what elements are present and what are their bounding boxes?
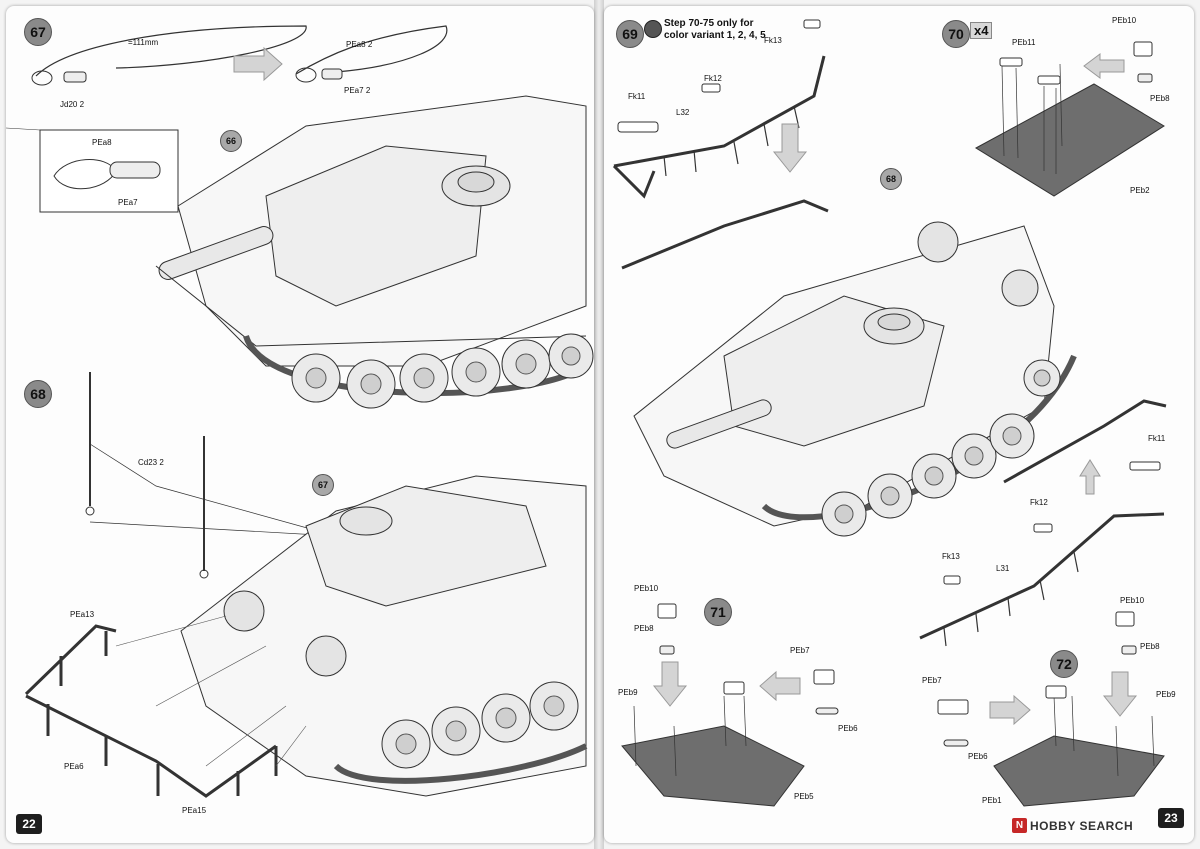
right-page: 69 70 71 72 Step 70-75 only for color va… [604,6,1194,843]
peb6-71-label: PEb6 [838,724,858,733]
step-72-badge: 72 [1050,650,1078,678]
plate-peb1 [993,735,1165,807]
peb6-72-label: PEb6 [968,752,988,761]
tank-upper-illustration [155,95,588,397]
cable-length-label: =111mm [128,38,159,47]
peb8-71-label: PEb8 [634,624,654,633]
fk12-bottom-label: Fk12 [1030,498,1048,507]
fk13-top-label: Fk13 [764,36,782,45]
left-arrow-icon [1083,53,1125,79]
pea13-label: PEa13 [70,610,95,619]
peb8-72-label: PEb8 [1140,642,1160,651]
tow-cable-installed-illustration [295,25,448,75]
callout-66: 66 [220,130,242,152]
peb9-72-label: PEb9 [1156,690,1176,699]
fk13-bottom-label: Fk13 [942,552,960,561]
detail-pea7-label: PEa7 [118,198,138,207]
step-68-badge: 68 [24,380,52,408]
step-69-badge: 69 [616,20,644,48]
peb2-label: PEb2 [1130,186,1150,195]
peb1-label: PEb1 [982,796,1002,805]
watermark-logo-icon: N [1012,818,1027,833]
l31-label: L31 [996,564,1010,573]
watermark-text: HOBBY SEARCH [1030,819,1134,833]
down-arrow-icon [772,123,808,173]
peb5-label: PEb5 [794,792,814,801]
pea15-label: PEa15 [182,806,207,815]
page-number-23: 23 [1158,808,1184,828]
plate-peb2 [975,83,1165,197]
color-variant-icon [644,20,662,38]
tank-lower-illustration [180,475,588,797]
callout-67: 67 [312,474,334,496]
step-note: Step 70-75 only for color variant 1, 2, … [664,18,766,41]
book-gutter [594,0,604,849]
assembly-arrow-icon [233,46,283,82]
detail-pea8-label: PEa8 [92,138,112,147]
down-arrow-71-icon [652,661,688,707]
step-71-badge: 71 [704,598,732,626]
step-67-badge: 67 [24,18,52,46]
fk11-bottom-label: Fk11 [1148,434,1166,443]
plate-peb5 [621,725,805,807]
right-arrow-72-icon [989,694,1031,726]
right-page-illustration [612,19,1167,807]
left-arrow-71-icon [759,670,801,702]
peb7-72-label: PEb7 [922,676,942,685]
jd20-label: Jd20 2 [60,100,85,109]
up-arrow-icon [1079,459,1101,495]
cd23-label: Cd23 2 [138,458,164,467]
fk12-top-label: Fk12 [704,74,722,83]
tank-right-illustration [633,221,1077,527]
down-arrow-72-icon [1102,671,1138,717]
peb7-71-label: PEb7 [790,646,810,655]
rail-l32-illustration [612,55,826,199]
callout-68: 68 [880,168,902,190]
left-page-illustration [6,25,594,798]
l32-label: L32 [676,108,690,117]
tow-cable-illustration [35,25,307,77]
peb11-70-label: PEb11 [1012,38,1036,47]
fk11-top-label: Fk11 [628,92,646,101]
peb8-70-label: PEb8 [1150,94,1170,103]
peb10-70-label: PEb10 [1112,16,1137,25]
left-page: 67 68 66 67 =111mm Jd20 2 PEa8 2 PEa7 2 … [6,6,594,843]
peb9-71-label: PEb9 [618,688,638,697]
jd20-qty: 2 [79,100,85,109]
page-number-22: 22 [16,814,42,834]
rail-l31-illustration [919,512,1165,640]
pea8-label: PEa8 2 [346,40,373,49]
rail-frame-illustration [24,624,278,798]
peb10-71-label: PEb10 [634,584,659,593]
pea7-label: PEa7 2 [344,86,371,95]
pea6-label: PEa6 [64,762,84,771]
multiplier-badge: x4 [970,22,993,39]
step-70-badge: 70 [942,20,970,48]
peb10-72-label: PEb10 [1120,596,1145,605]
